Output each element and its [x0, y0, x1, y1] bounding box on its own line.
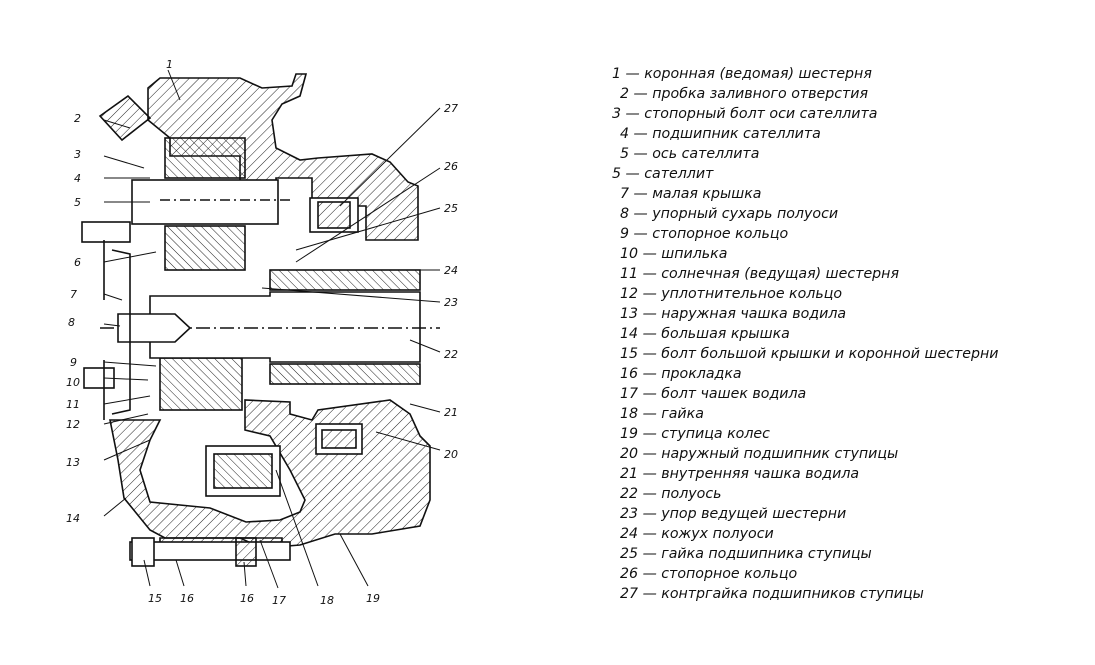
planet-gears	[131, 137, 359, 411]
planetary-hub-cross-section: 1 2 3 4 5 6 7 8 9 10 11 12 13 14 15 16 1…	[66, 58, 458, 607]
legend-item: 24 — кожух полуоси	[620, 526, 774, 542]
callout-16b: 16	[240, 592, 254, 605]
legend-item: 12 — уплотнительное кольцо	[620, 286, 843, 302]
callout-19: 19	[366, 592, 380, 605]
legend-item: 5 — сателлит	[612, 166, 714, 182]
legend-item: 19 — ступица колес	[620, 426, 770, 442]
callout-1: 1	[166, 58, 173, 71]
callout-22: 22	[444, 348, 458, 361]
legend-item: 2 — пробка заливного отверстия	[620, 86, 869, 102]
callout-18: 18	[320, 594, 334, 607]
legend-item: 17 — болт чашек водила	[620, 386, 807, 402]
legend-item: 18 — гайка	[620, 406, 704, 422]
legend-item: 22 — полуось	[620, 486, 722, 502]
callout-2: 2	[74, 112, 81, 125]
callout-6: 6	[74, 256, 81, 269]
callout-3: 3	[74, 148, 81, 161]
small-cap	[103, 240, 131, 420]
callout-24: 24	[444, 264, 458, 277]
leader-lines	[103, 69, 441, 589]
legend-item: 16 — прокладка	[620, 366, 742, 382]
callout-15: 15	[148, 592, 162, 605]
callout-4: 4	[74, 172, 81, 185]
callout-numbers: 1 2 3 4 5 6 7 8 9 10 11 12 13 14 15 16 1…	[66, 58, 458, 607]
legend-item: 4 — подшипник сателлита	[620, 126, 821, 142]
legend-item: 20 — наружный подшипник ступицы	[620, 446, 899, 462]
legend-item: 7 — малая крышка	[620, 186, 762, 202]
callout-23: 23	[444, 296, 458, 309]
legend-item: 27 — контргайка подшипников ступицы	[620, 586, 924, 602]
legend-item: 5 — ось сателлита	[620, 146, 760, 162]
legend-item: 9 — стопорное кольцо	[620, 226, 789, 242]
callout-12: 12	[66, 418, 80, 431]
legend-item: 8 — упорный сухарь полуоси	[620, 206, 839, 222]
callout-25: 25	[444, 202, 458, 215]
callout-7: 7	[70, 288, 77, 301]
callout-27: 27	[444, 102, 458, 115]
legend-item: 15 — болт большой крышки и коронной шест…	[620, 346, 999, 362]
legend-item: 14 — большая крышка	[620, 326, 790, 342]
callout-20: 20	[444, 448, 458, 461]
hub-bearings	[205, 423, 363, 497]
legend-item: 3 — стопорный болт оси сателлита	[612, 106, 878, 122]
legend-item: 13 — наружная чашка водила	[620, 306, 847, 322]
callout-9: 9	[70, 356, 77, 369]
callout-10: 10	[66, 376, 80, 389]
axle-shaft	[100, 269, 440, 385]
callout-21: 21	[444, 406, 458, 419]
legend-item: 25 — гайка подшипника ступицы	[620, 546, 872, 562]
callout-26: 26	[444, 160, 458, 173]
parts-legend: 1 — коронная (ведомая) шестерня 2 — проб…	[612, 64, 1082, 604]
callout-14: 14	[66, 512, 80, 525]
legend-item: 23 — упор ведущей шестерни	[620, 506, 847, 522]
callout-13: 13	[66, 456, 80, 469]
callout-16a: 16	[180, 592, 194, 605]
legend-item: 10 — шпилька	[620, 246, 728, 262]
callout-17: 17	[272, 594, 286, 607]
callout-8: 8	[68, 316, 75, 329]
legend-item: 26 — стопорное кольцо	[620, 566, 798, 582]
legend-item: 21 — внутренняя чашка водила	[620, 466, 860, 482]
legend-item: 1 — коронная (ведомая) шестерня	[612, 66, 872, 82]
callout-5: 5	[74, 196, 81, 209]
legend-item: 11 — солнечная (ведущая) шестерня	[620, 266, 899, 282]
callout-11: 11	[66, 398, 80, 411]
bolts	[81, 221, 291, 567]
